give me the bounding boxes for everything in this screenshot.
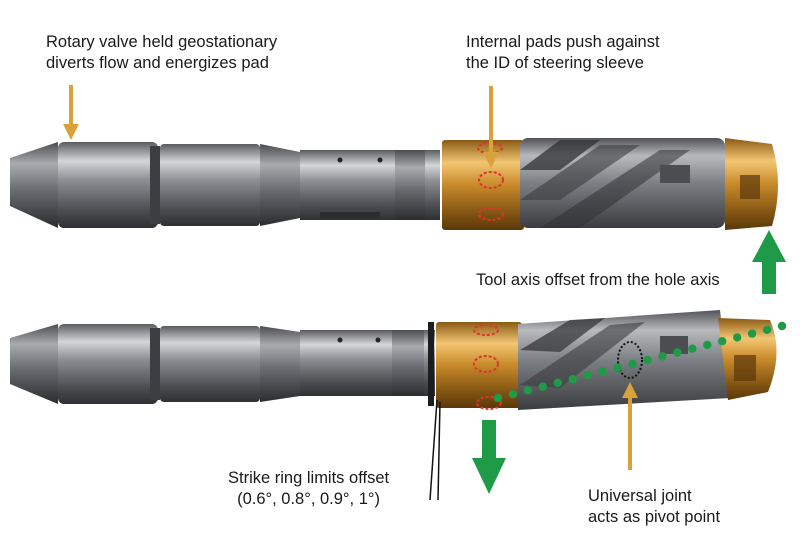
axis-dot — [718, 337, 727, 346]
bottom-tool-body-2 — [160, 326, 260, 402]
top-pad-marker-2 — [478, 171, 504, 189]
tool-axis-label-line-1: Tool axis offset from the hole axis — [476, 271, 720, 289]
top-tool-nose — [10, 142, 58, 228]
axis-dot — [613, 363, 622, 372]
axis-dot — [658, 352, 667, 361]
universal-joint-callout-arrow — [622, 382, 638, 470]
universal-joint-label: Universal joint acts as pivot point — [588, 486, 720, 528]
axis-dot — [583, 371, 592, 380]
internal-pads-label-line-1: Internal pads push against — [466, 33, 660, 51]
tool-axis-dots — [493, 321, 787, 403]
axis-dot — [733, 333, 742, 342]
axis-dot — [673, 348, 682, 357]
strike-ring-leader — [429, 399, 441, 501]
bottom-pad-marker-3 — [476, 396, 502, 410]
internal-pads-callout-arrow — [483, 86, 499, 168]
universal-joint-label-line-1: Universal joint — [588, 487, 692, 505]
rotary-valve-label-line-2: diverts flow and energizes pad — [46, 54, 269, 72]
universal-joint-label-line-2: acts as pivot point — [588, 508, 721, 526]
tool-down-arrow — [472, 420, 506, 494]
strike-ring-label: Strike ring limits offset (0.6°, 0.8°, 0… — [228, 468, 389, 510]
axis-dot — [762, 325, 772, 334]
axis-dot — [643, 355, 652, 365]
rotary-valve-callout-arrow — [63, 85, 79, 140]
bottom-tool-body-1 — [58, 324, 158, 404]
axis-dot — [703, 340, 712, 350]
axis-dot — [777, 321, 787, 331]
axis-dot — [688, 344, 697, 353]
strike-ring-label-line-1: Strike ring limits offset — [228, 469, 390, 487]
bottom-pad-marker-2 — [473, 355, 499, 373]
axis-dot — [568, 374, 577, 384]
axis-dot — [493, 393, 503, 403]
top-tool-body-1 — [58, 142, 158, 228]
axis-dot — [523, 386, 533, 395]
top-tool-brass-band — [442, 140, 524, 230]
top-tool-body-2 — [160, 144, 260, 226]
rotary-valve-label-line-1: Rotary valve held geostationary — [46, 33, 278, 51]
tool-up-arrow — [752, 230, 786, 294]
bottom-pad-marker-1 — [473, 324, 499, 336]
internal-pads-label-line-2: the ID of steering sleeve — [466, 54, 644, 72]
universal-joint-marker — [617, 341, 643, 379]
axis-dot — [628, 359, 637, 369]
strike-ring-label-line-2: (0.6°, 0.8°, 0.9°, 1°) — [237, 490, 380, 508]
axis-dot — [747, 329, 757, 338]
axis-dot — [553, 378, 562, 387]
bottom-tool — [10, 310, 777, 501]
top-pad-marker-3 — [478, 207, 504, 221]
axis-dot — [598, 367, 607, 376]
tool-axis-label: Tool axis offset from the hole axis — [476, 270, 720, 291]
axis-dot — [508, 390, 518, 399]
axis-dot — [538, 382, 547, 391]
top-tool — [10, 138, 778, 230]
rotary-valve-label: Rotary valve held geostationary diverts … — [46, 32, 277, 74]
bottom-tool-brass-band — [436, 322, 522, 408]
bottom-tool-nose — [10, 324, 58, 404]
internal-pads-label: Internal pads push against the ID of ste… — [466, 32, 660, 74]
